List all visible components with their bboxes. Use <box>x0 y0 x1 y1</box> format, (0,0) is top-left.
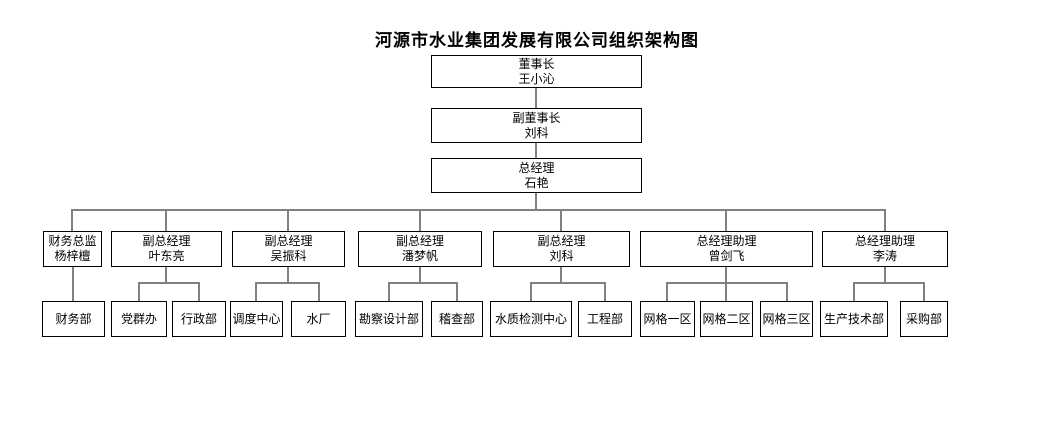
org-node-chairman: 董事长 王小沁 <box>431 55 642 88</box>
node-person-name: 潘梦帆 <box>401 249 438 263</box>
node-title: 总经理助理 <box>854 234 915 248</box>
connector-exec4-branch <box>530 267 606 301</box>
node-title: 副总经理 <box>142 234 191 248</box>
node-person-name: 石艳 <box>524 175 549 190</box>
org-node-department: 工程部 <box>578 301 632 337</box>
org-node-executive: 总经理助理 曾剑飞 <box>640 231 813 267</box>
org-node-executive: 副总经理 潘梦帆 <box>358 231 482 267</box>
department-label: 勘察设计部 <box>358 311 419 326</box>
node-title: 副董事长 <box>512 110 561 125</box>
org-node-department: 生产技术部 <box>820 301 888 337</box>
org-node-executive: 副总经理 刘科 <box>493 231 630 267</box>
org-node-department: 财务部 <box>42 301 105 337</box>
connector-exec5-branch <box>666 267 788 301</box>
org-node-department: 水质检测中心 <box>490 301 572 337</box>
node-title: 总经理助理 <box>696 234 757 248</box>
department-label: 采购部 <box>905 311 942 326</box>
org-node-department: 勘察设计部 <box>355 301 423 337</box>
department-label: 工程部 <box>586 311 623 326</box>
department-label: 水厂 <box>306 311 331 326</box>
org-node-department: 采购部 <box>900 301 948 337</box>
department-label: 行政部 <box>180 311 217 326</box>
org-node-department: 网格一区 <box>640 301 695 337</box>
org-node-executive: 总经理助理 李涛 <box>822 231 948 267</box>
node-title: 总经理 <box>518 160 555 175</box>
node-person-name: 叶东亮 <box>148 249 185 263</box>
department-label: 网格一区 <box>643 311 692 326</box>
department-label: 网格三区 <box>762 311 811 326</box>
node-title: 财务总监 <box>48 234 97 248</box>
department-label: 财务部 <box>55 311 92 326</box>
node-person-name: 刘科 <box>549 249 574 263</box>
connector-exec2-branch <box>255 267 320 301</box>
org-node-department: 网格三区 <box>760 301 813 337</box>
department-label: 党群办 <box>120 311 157 326</box>
org-node-executive: 副总经理 叶东亮 <box>111 231 222 267</box>
node-person-name: 曾剑飞 <box>708 249 745 263</box>
chart-title: 河源市水业集团发展有限公司组织架构图 <box>375 31 699 50</box>
node-title: 副总经理 <box>537 234 586 248</box>
department-label: 网格二区 <box>702 311 751 326</box>
department-label: 生产技术部 <box>823 311 884 326</box>
connector-trunk <box>71 193 886 231</box>
org-node-department: 党群办 <box>111 301 167 337</box>
node-person-name: 刘科 <box>524 125 549 140</box>
node-title: 董事长 <box>518 56 555 71</box>
org-node-executive: 财务总监 杨梓檀 <box>43 231 102 267</box>
node-title: 副总经理 <box>264 234 313 248</box>
node-person-name: 杨梓檀 <box>54 249 91 263</box>
org-node-department: 调度中心 <box>230 301 283 337</box>
org-node-department: 网格二区 <box>700 301 753 337</box>
department-label: 调度中心 <box>232 311 281 326</box>
department-label: 水质检测中心 <box>494 311 567 326</box>
connector-exec1-branch <box>138 267 200 301</box>
org-node-vice-chairman: 副董事长 刘科 <box>431 108 642 143</box>
connector-exec3-branch <box>388 267 458 301</box>
department-label: 稽查部 <box>438 311 475 326</box>
org-node-department: 水厂 <box>291 301 346 337</box>
org-node-general-manager: 总经理 石艳 <box>431 158 642 193</box>
connector-exec6-branch <box>853 267 925 301</box>
org-node-department: 稽查部 <box>431 301 483 337</box>
node-person-name: 李涛 <box>872 249 897 263</box>
org-node-department: 行政部 <box>172 301 226 337</box>
node-person-name: 王小沁 <box>518 71 555 86</box>
node-title: 副总经理 <box>395 234 444 248</box>
node-person-name: 吴振科 <box>270 249 307 263</box>
org-node-executive: 副总经理 吴振科 <box>232 231 345 267</box>
